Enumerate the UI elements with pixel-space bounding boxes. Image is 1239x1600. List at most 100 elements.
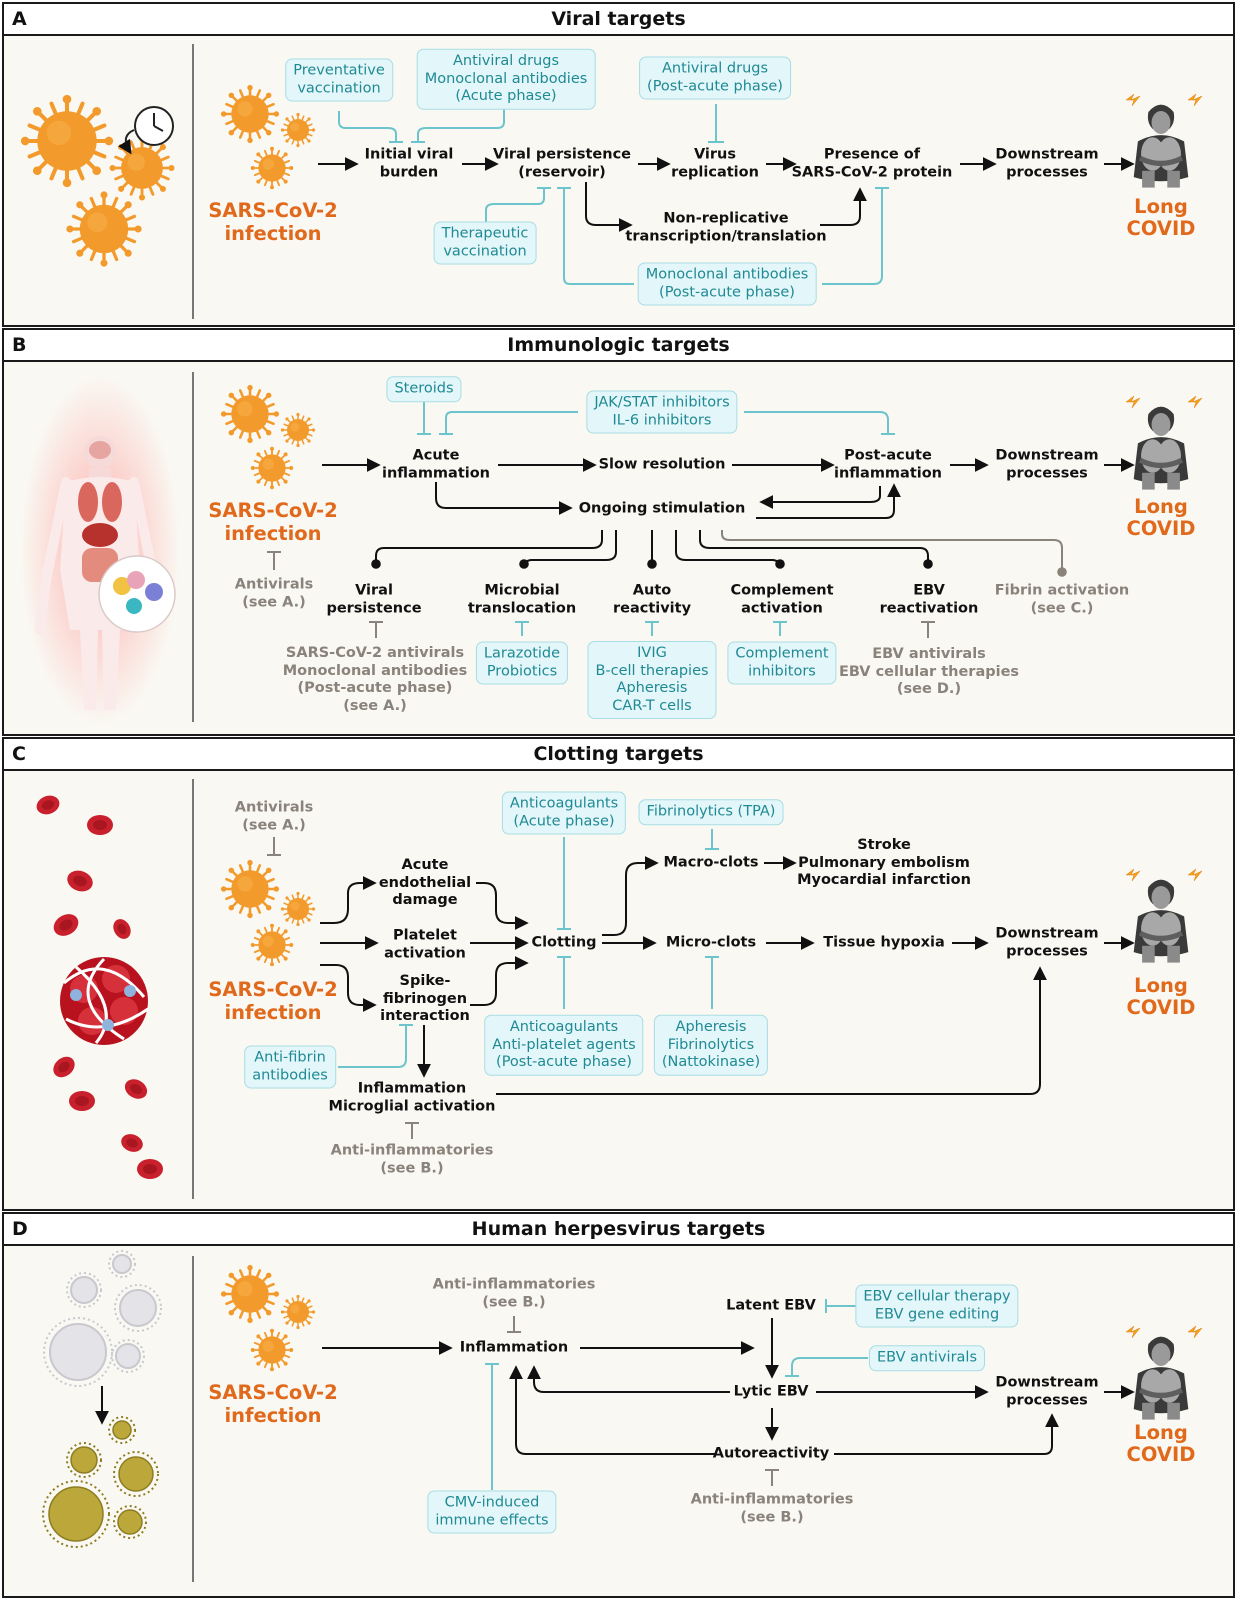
panel-a-letter: A [12,8,27,30]
red-blood-cell-icon [49,909,83,941]
blood-clot-icon [60,957,149,1045]
panel-a-divider [192,44,194,319]
therapy-antiviral-acute: Antiviral drugs Monoclonal antibodies (A… [416,48,596,110]
node-non-replicative: Non-replicative transcription/translatio… [625,210,827,245]
therapy-therapeutic-vaccination: Therapeutic vaccination [433,221,537,265]
therapy-cmv-immune: CMV-induced immune effects [427,1490,557,1534]
person-icon [1134,880,1189,963]
lightning-icon [1125,868,1141,882]
sars-cov-2-label: SARS-CoV-2 infection [208,499,338,545]
panel-b-divider [192,372,194,722]
panel-c-divider [192,779,194,1199]
panel-d-body [4,1246,1233,1596]
long-covid-label: Long COVID [1126,495,1196,540]
node-downstream-processes: Downstream processes [995,925,1099,960]
node-acute-inflammation: Acute inflammation [381,447,491,482]
virus-icon [249,145,295,191]
node-lytic-ebv: Lytic EBV [733,1383,809,1400]
node-microbial-translocation: Microbial translocation [467,582,577,617]
clock-icon [118,106,174,155]
long-covid-label: Long COVID [1126,1421,1196,1466]
sars-cov-2-label: SARS-CoV-2 infection [208,199,338,245]
panel-b-wires [20,375,1203,725]
node-endothelial-damage: Acute endothelial damage [378,856,472,908]
ref-anti-inflammatories-bottom: Anti-inflammatories (see B.) [690,1491,854,1526]
virus-icon [21,95,113,187]
virus-icon [280,1294,316,1330]
node-initial-viral-burden: Initial viral burden [364,146,454,181]
virus-icon [64,189,144,269]
virus-icon [219,858,281,920]
node-auto-reactivity: Auto reactivity [612,582,692,617]
node-viral-persistence: Viral persistence (reservoir) [492,146,632,181]
therapy-anticoagulants-acute: Anticoagulants (Acute phase) [501,791,627,835]
red-blood-cell-icon [137,1159,163,1179]
red-blood-cell-icon [64,867,96,895]
lightning-icon [1187,868,1203,882]
red-blood-cell-icon [121,1075,151,1103]
panel-d-letter: D [12,1218,28,1240]
virus-icon [280,412,316,448]
virus-icon [249,1327,295,1373]
red-blood-cell-icon [49,1052,79,1082]
ref-ebv-antivirals: EBV antivirals EBV cellular therapies (s… [838,645,1020,697]
node-downstream-processes: Downstream processes [995,146,1099,181]
node-ebv-reactivation: EBV reactivation [879,582,979,617]
person-icon [1134,407,1189,490]
node-slow-resolution: Slow resolution [598,456,726,473]
lightning-icon [1187,93,1203,107]
therapy-ebv-cellular: EBV cellular therapy EBV gene editing [855,1284,1019,1328]
long-covid-label: Long COVID [1126,195,1196,240]
red-blood-cell-icon [69,1091,95,1111]
therapy-ivig: IVIG B-cell therapies Apheresis CAR-T ce… [587,641,717,719]
node-virus-replication: Virus replication [671,146,759,181]
panel-c-title: Clotting targets [4,739,1233,771]
virus-icon [219,1263,281,1325]
cells-inset-icon [98,555,176,633]
node-sars-protein: Presence of SARS-CoV-2 protein [791,146,953,181]
lightning-icon [1125,93,1141,107]
therapy-ebv-antivirals: EBV antivirals [868,1345,986,1371]
therapy-antiviral-postacute: Antiviral drugs (Post-acute phase) [639,56,791,100]
person-icon [1134,105,1189,188]
red-blood-cell-icon [118,1131,146,1155]
node-platelet-activation: Platelet activation [384,927,466,962]
lightning-icon [1125,1325,1141,1339]
therapy-jak-stat: JAK/STAT inhibitors IL-6 inhibitors [586,390,738,434]
ref-anti-inflammatories: Anti-inflammatories (see B.) [330,1142,494,1177]
node-micro-clots: Micro-clots [665,934,757,951]
panel-c-letter: C [12,743,26,765]
sars-cov-2-label: SARS-CoV-2 infection [208,1381,338,1427]
therapy-anti-fibrin-antibodies: Anti-fibrin antibodies [244,1045,336,1089]
ref-antivirals: Antivirals (see A.) [234,576,314,611]
ref-sars-antivirals: SARS-CoV-2 antivirals Monoclonal antibod… [282,645,468,714]
ref-fibrin-activation: Fibrin activation (see C.) [994,582,1130,617]
therapy-preventative-vaccination: Preventative vaccination [285,58,393,102]
therapy-mab-postacute: Monoclonal antibodies (Post-acute phase) [637,262,817,306]
node-clot-outcomes: Stroke Pulmonary embolism Myocardial inf… [797,836,971,888]
lightning-icon [1125,395,1141,409]
panel-viral-targets: Viral targets A [2,2,1235,327]
node-postacute-inflammation: Post-acute inflammation [833,447,943,482]
therapy-larazotide: Larazotide Probiotics [475,641,569,685]
therapy-apheresis-fibrinolytics: Apheresis Fibrinolytics (Nattokinase) [653,1014,769,1076]
node-inflammation: Inflammation [459,1339,569,1356]
virus-icon [280,112,316,148]
virus-icon [249,445,295,491]
ref-anti-inflammatories-top: Anti-inflammatories (see B.) [432,1276,596,1311]
node-viral-persistence: Viral persistence [326,582,422,617]
virus-icon [108,134,176,202]
panel-d-wires [42,1250,1203,1548]
therapy-steroids: Steroids [386,376,462,402]
ref-antivirals: Antivirals (see A.) [234,799,314,834]
panel-c-wires [33,792,1203,1179]
body-icon [20,375,180,725]
node-downstream-processes: Downstream processes [995,447,1099,482]
node-downstream-processes: Downstream processes [995,1374,1099,1409]
virus-icon [280,891,316,927]
node-latent-ebv: Latent EBV [726,1297,816,1314]
node-clotting: Clotting [531,934,597,951]
panel-c-body [4,771,1233,1209]
panel-clotting-targets: Clotting targets C [2,737,1235,1211]
red-blood-cell-icon [87,815,113,835]
